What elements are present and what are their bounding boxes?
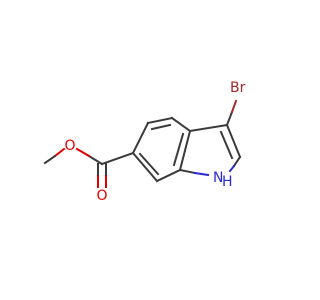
bond-c7a-n-half-nitrogen (193, 171, 210, 177)
bromine-label: Br (230, 80, 246, 96)
nh-hydrogen-label: H (222, 174, 233, 190)
bond-c6-c7 (131, 151, 159, 183)
bond-methyl-half-carbon (43, 154, 57, 165)
bond-ester-oxygen-half-oxygen (75, 147, 91, 158)
ester-oxygen-label: O (64, 138, 75, 154)
bond-c5-c6 (131, 121, 150, 155)
bond-c4-c5-inner (150, 123, 172, 131)
bond-ester-oxygen-half-carbon (87, 154, 104, 166)
bond-c2-n-half-nitrogen (228, 164, 236, 173)
carbonyl-oxygen-label: O (96, 188, 107, 204)
bond-c6-ester-carbon (100, 151, 135, 166)
bond-c2-n-half-carbon (232, 155, 242, 168)
nitrogen-label: N (213, 170, 223, 186)
bond-c3a-c4 (170, 116, 192, 133)
bond-c3-br-half-carbon (225, 110, 234, 127)
bond-c3-c2-inner (219, 130, 234, 160)
bond-methyl-half-oxygen (53, 147, 66, 158)
bromine-bond (225, 99, 238, 127)
bond-c7a-n-half-carbon (178, 168, 197, 175)
carbon-bonds (100, 116, 242, 183)
bond-c7a-c3a-inner (172, 132, 185, 167)
bond-c7a-c3a (178, 129, 192, 172)
bond-c7-c7a (155, 168, 182, 183)
bond-c4-c5 (146, 116, 174, 125)
ester-bonds (43, 147, 107, 188)
nitrogen-bonds (178, 155, 242, 177)
bond-c3-c2 (225, 123, 242, 159)
bond-c6-c7-inner (138, 152, 160, 176)
bond-c3a-c3 (188, 123, 229, 133)
bond-c3-br-half-bromine (230, 99, 238, 114)
molecule-structure: Br N H O O (43, 80, 246, 204)
